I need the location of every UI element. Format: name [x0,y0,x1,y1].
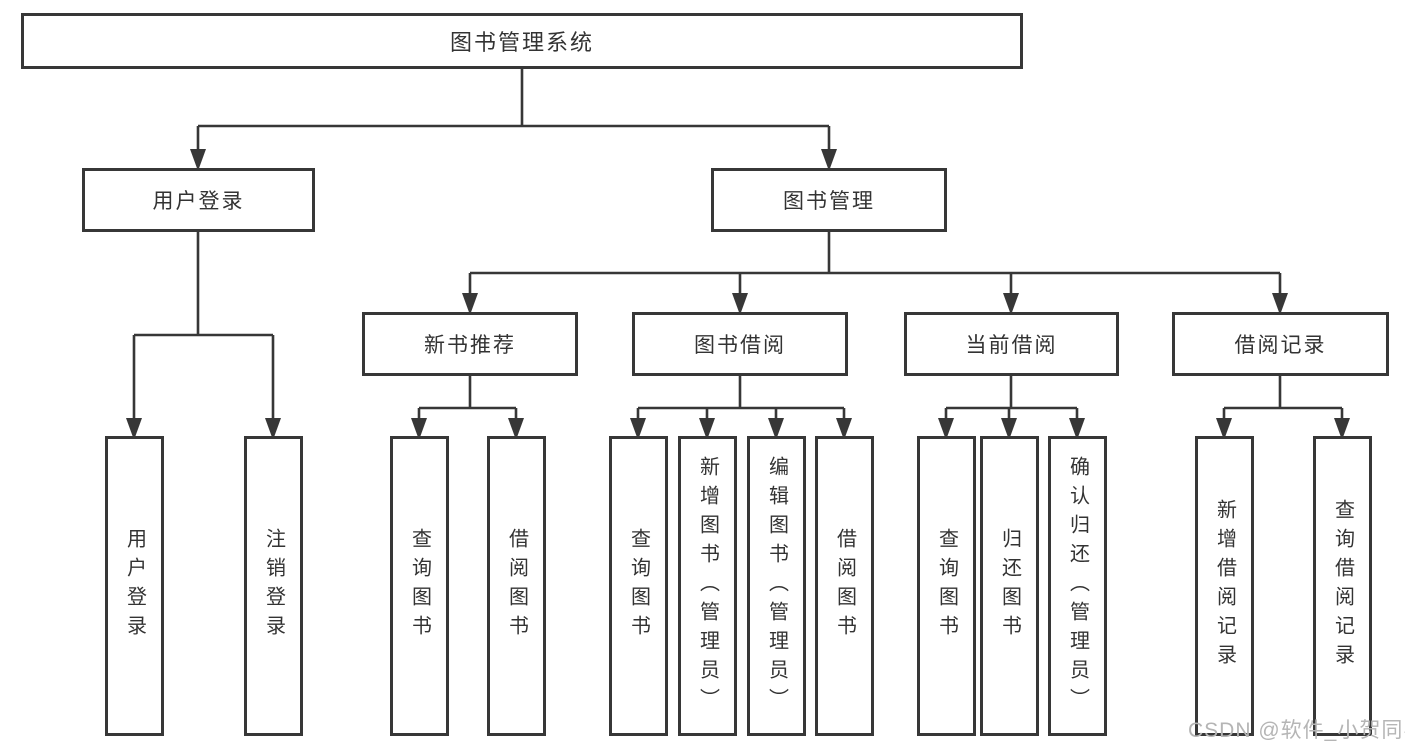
leaf-query-books-recommend-label: 查询图书 [408,528,431,644]
node-root-label: 图书管理系统 [449,30,594,55]
watermark: CSDN @软件_小贺同学 [1188,719,1405,742]
node-book-borrowing-label: 图书借阅 [694,334,786,357]
leaf-borrow-books-recommend: 借阅图书 [487,436,546,736]
node-root: 图书管理系统 [21,13,1023,69]
leaf-query-borrow-record: 查询借阅记录 [1313,436,1372,736]
node-new-book-recommendation-label: 新书推荐 [424,334,516,357]
leaf-borrow-books-recommend-label: 借阅图书 [505,528,528,644]
leaf-query-borrow-record-label: 查询借阅记录 [1331,499,1354,673]
leaf-query-books-borrow: 查询图书 [609,436,668,736]
node-user-login: 用户登录 [82,168,315,232]
leaf-edit-book-admin: 编辑图书（管理员） [747,436,806,736]
leaf-confirm-return-admin: 确认归还（管理员） [1048,436,1107,736]
leaf-user-login: 用户登录 [105,436,164,736]
leaf-query-books-current-label: 查询图书 [935,528,958,644]
leaf-confirm-return-admin-label: 确认归还（管理员） [1066,455,1089,717]
leaf-logout: 注销登录 [244,436,303,736]
node-current-borrowing-label: 当前借阅 [965,334,1058,357]
leaf-add-book-admin-label: 新增图书（管理员） [696,455,719,717]
leaf-add-borrow-record: 新增借阅记录 [1195,436,1254,736]
leaf-query-books-recommend: 查询图书 [390,436,449,736]
leaf-logout-label: 注销登录 [262,528,285,644]
leaf-edit-book-admin-label: 编辑图书（管理员） [765,455,788,717]
leaf-user-login-label: 用户登录 [123,528,146,644]
node-user-login-label: 用户登录 [152,190,245,213]
leaf-query-books-current: 查询图书 [917,436,976,736]
node-book-management-label: 图书管理 [783,190,875,213]
node-current-borrowing: 当前借阅 [904,312,1119,376]
node-book-borrowing: 图书借阅 [632,312,848,376]
leaf-return-books-label: 归还图书 [998,528,1021,644]
node-new-book-recommendation: 新书推荐 [362,312,578,376]
node-book-management: 图书管理 [711,168,947,232]
node-borrowing-records-label: 借阅记录 [1234,334,1327,357]
leaf-return-books: 归还图书 [980,436,1039,736]
leaf-borrow-books-label: 借阅图书 [833,528,856,644]
node-borrowing-records: 借阅记录 [1172,312,1389,376]
leaf-add-borrow-record-label: 新增借阅记录 [1213,499,1236,673]
leaf-borrow-books: 借阅图书 [815,436,874,736]
leaf-query-books-borrow-label: 查询图书 [627,528,650,644]
arrowheads [126,149,1350,440]
leaf-add-book-admin: 新增图书（管理员） [678,436,737,736]
